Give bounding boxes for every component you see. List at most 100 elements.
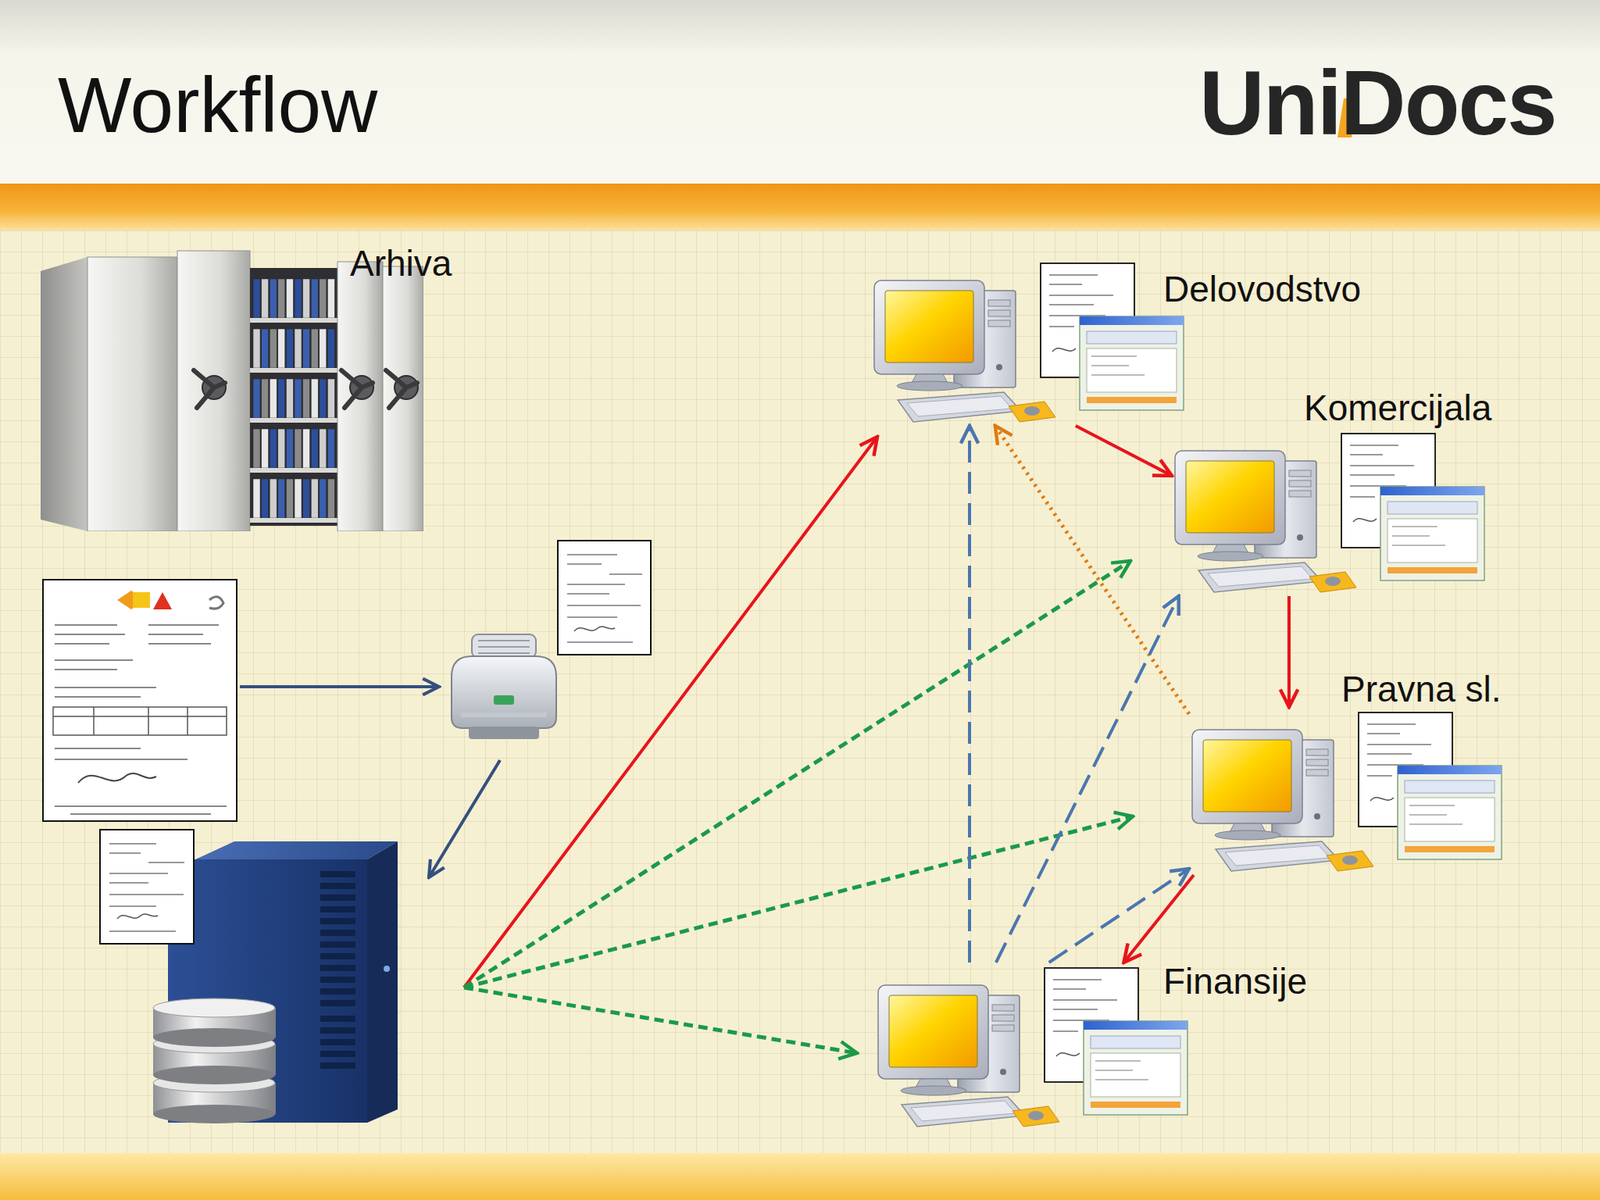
computer-icon [1203, 739, 1292, 812]
computer-icon [1171, 428, 1493, 597]
archive-cabinet [285, 278, 293, 318]
archive-cabinet [278, 278, 286, 318]
computer-icon [1008, 401, 1056, 422]
database [153, 1104, 275, 1124]
archive-cabinet [319, 278, 327, 318]
computer-icon [889, 995, 978, 1068]
archive-cabinet [337, 261, 383, 532]
scanned-document [567, 554, 643, 643]
computer-icon [1392, 535, 1430, 537]
computer-icon [1353, 518, 1377, 522]
computer-icon [910, 1100, 1016, 1122]
archive-cabinet [310, 378, 318, 418]
computer-icon [1090, 1101, 1181, 1108]
archive-cabinet [303, 278, 311, 318]
computer-icon [1350, 453, 1383, 456]
computer-icon [874, 280, 985, 375]
server [320, 871, 356, 1069]
diagram-title: Workflow [57, 65, 378, 144]
scanner [478, 646, 530, 648]
computer-icon [1350, 464, 1415, 467]
computer-icon [1409, 823, 1463, 825]
server [320, 917, 356, 925]
invoice-document [53, 715, 227, 718]
scanned-document [557, 540, 651, 655]
archive-cabinet [253, 278, 261, 318]
archive-cabinet [327, 328, 335, 368]
archive-cabinet [261, 378, 269, 418]
scanned-document [609, 573, 643, 575]
computer-icon [1367, 753, 1412, 755]
invoice-document [54, 686, 157, 689]
stored-document [117, 914, 158, 919]
invoice-document [54, 758, 188, 761]
archive-cabinet [269, 378, 277, 418]
computer-icon [1086, 331, 1177, 344]
computer-icon [1198, 562, 1322, 593]
archive-cabinet [250, 517, 338, 523]
stored-document [109, 882, 149, 884]
archive-cabinet [310, 428, 318, 468]
archive-cabinet [278, 378, 286, 418]
invoice-document [78, 773, 157, 783]
server [320, 1062, 356, 1069]
computer-icon [1409, 814, 1447, 816]
invoice-document [42, 579, 237, 822]
computer-icon [1392, 544, 1446, 547]
computer-icon [1053, 1030, 1079, 1033]
invoice-document [153, 592, 172, 610]
computer-icon [1086, 348, 1177, 393]
footer-band [0, 1153, 1600, 1200]
computer-icon [1091, 364, 1129, 367]
node-label: Pravna sl. [1341, 671, 1502, 708]
archive-cabinet [250, 467, 338, 473]
computer-icon [1053, 999, 1118, 1001]
invoice-document [42, 579, 237, 822]
computer-icon [1049, 303, 1094, 306]
server [320, 1015, 356, 1022]
computer-icon [1095, 1060, 1141, 1062]
stored-document [100, 829, 194, 944]
computer-icon [1192, 729, 1303, 824]
stored-document [109, 905, 157, 908]
archive-cabinet [261, 278, 269, 318]
workstation-node: Finansije [875, 962, 1196, 1131]
archive-cabinet [303, 478, 311, 518]
scanner [478, 652, 530, 654]
archive-cabinet [385, 370, 418, 408]
computer-icon [1175, 450, 1286, 545]
node-label: Delovodstvo [1163, 271, 1361, 308]
archive-cabinet [278, 478, 286, 518]
invoice-document [92, 707, 95, 736]
archive-cabinet [319, 478, 327, 518]
computer-icon [1309, 571, 1357, 593]
invoice-document [54, 642, 110, 645]
computer-icon [1189, 707, 1510, 875]
archive-cabinet [341, 370, 373, 408]
archive-cabinet [250, 267, 338, 526]
invoice-document [54, 659, 133, 661]
scanner [451, 656, 557, 729]
computer-icon [1350, 496, 1375, 498]
computer-icon [1306, 759, 1329, 766]
server [320, 929, 356, 936]
archive-cabinet [250, 417, 338, 423]
computer-icon [1392, 526, 1446, 546]
computer-icon [896, 381, 963, 391]
computer-icon [988, 320, 1011, 327]
computer-icon [1296, 534, 1304, 541]
server [320, 953, 356, 960]
computer-icon [1367, 732, 1400, 735]
computer-icon [1091, 356, 1145, 375]
server [320, 871, 356, 878]
computer-icon [1387, 518, 1478, 563]
stored-document [109, 842, 157, 845]
scanned-document [574, 626, 615, 632]
stored-document [109, 893, 184, 896]
archive-cabinet [87, 257, 178, 532]
database [153, 998, 276, 1124]
server [195, 841, 398, 860]
archive-cabinet [285, 378, 293, 418]
computer-icon [1214, 830, 1281, 840]
